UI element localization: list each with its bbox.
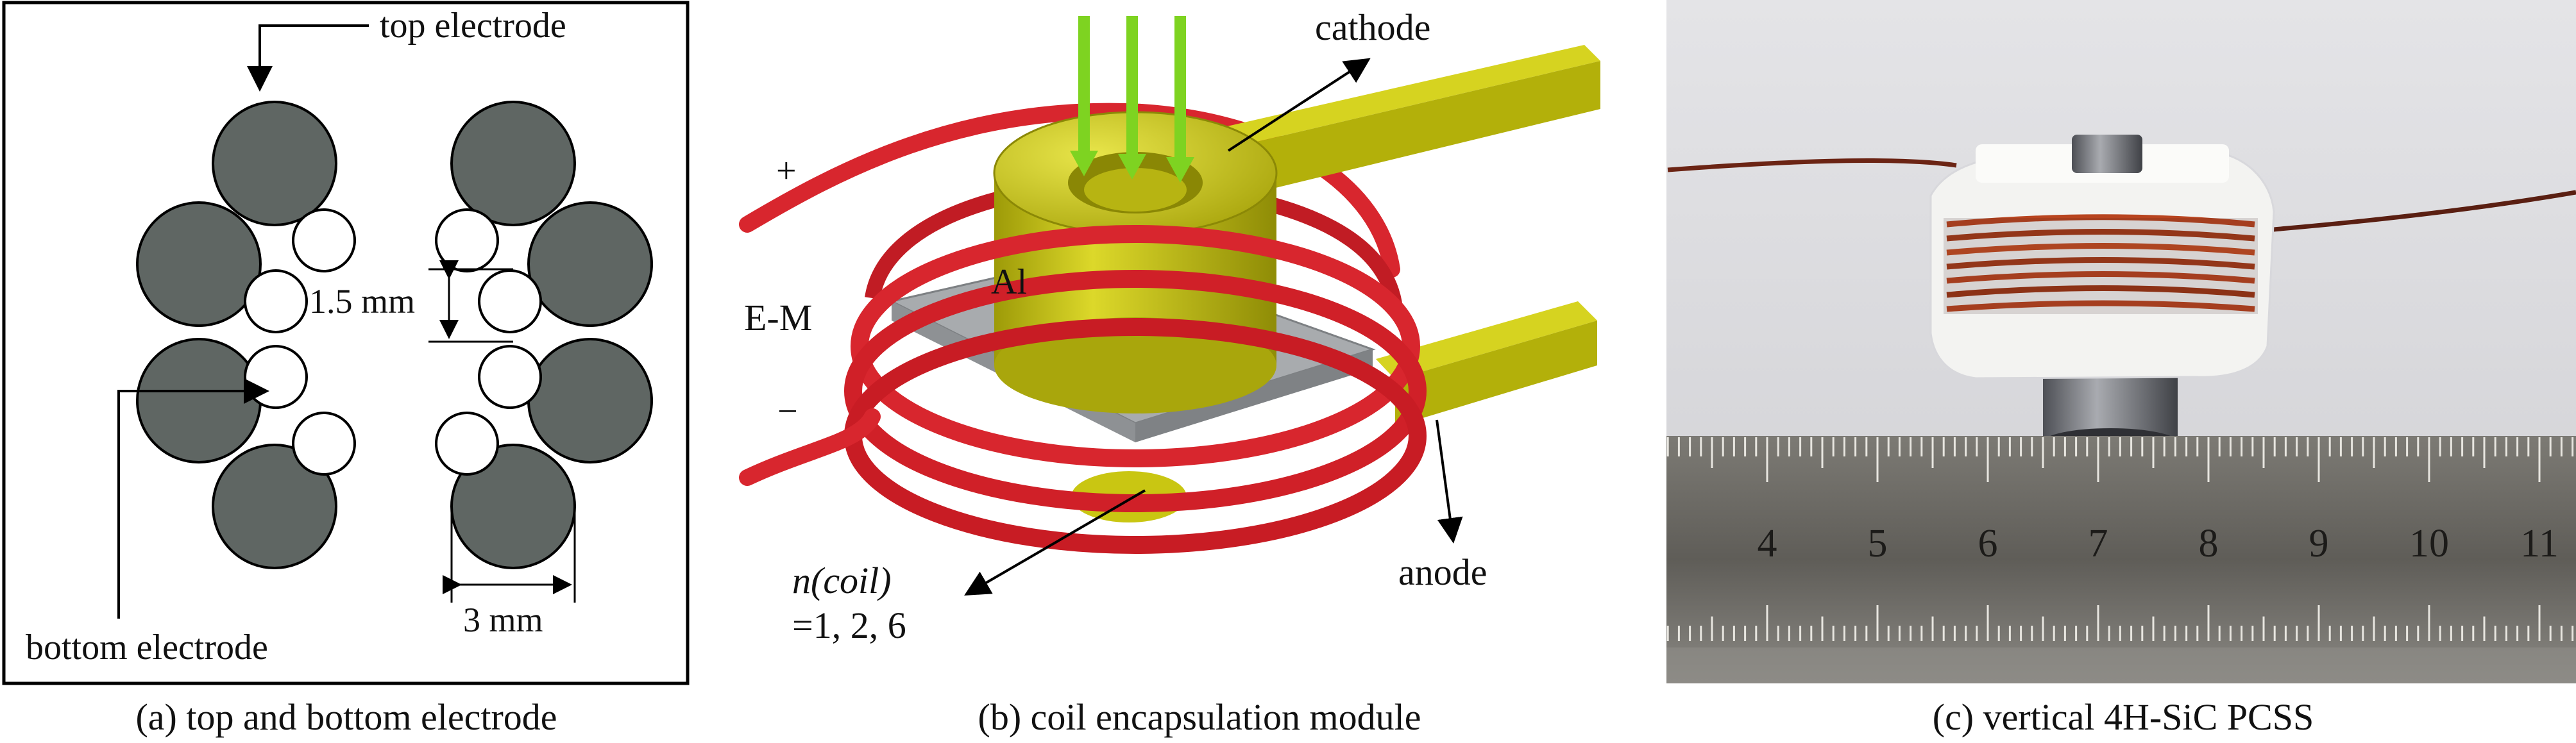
cathode-arrow xyxy=(1227,58,1371,152)
em-label: E-M xyxy=(744,297,812,338)
al-cylinder-hole-inner xyxy=(1084,168,1187,212)
ruler-number: 11 xyxy=(2520,522,2559,565)
winding-5 xyxy=(1946,271,2255,284)
left-electrode-group xyxy=(136,101,337,569)
right-small-circle-4 xyxy=(435,412,499,476)
light-head-1 xyxy=(1070,151,1098,176)
right-small-circles xyxy=(435,208,542,476)
winding-7 xyxy=(1946,300,2255,312)
top-electrode-label: top electrode xyxy=(380,6,566,46)
anode-bar-side xyxy=(1395,321,1597,426)
bottom-electrode-label: bottom electrode xyxy=(26,628,268,667)
diameter-label: 3 mm xyxy=(463,601,543,639)
coil-count-arrow xyxy=(964,489,1146,596)
left-top-electrode-2 xyxy=(136,201,262,327)
gap-label: 1.5 mm xyxy=(309,282,415,321)
ruler-number: 9 xyxy=(2309,522,2329,565)
light-beam-heads xyxy=(1070,151,1194,183)
ruler-numbers: 4 5 6 7 8 9 10 11 xyxy=(1758,522,2559,565)
panel-a: top electrode bottom electrode 1.5 mm 3 … xyxy=(2,1,690,738)
panel-a-caption: (a) top and bottom electrode xyxy=(135,696,557,738)
right-electrode-group xyxy=(450,101,653,569)
ruler-number: 8 xyxy=(2199,522,2219,565)
left-small-circles xyxy=(244,208,356,476)
light-head-2 xyxy=(1118,154,1146,179)
ruler-number: 7 xyxy=(2089,522,2108,565)
ruler-number: 6 xyxy=(1978,522,1998,565)
left-bottom-electrode-1 xyxy=(136,338,262,463)
left-small-circle-4 xyxy=(292,412,356,476)
coil-front xyxy=(739,225,1427,554)
coil-shadow-band xyxy=(1944,218,2258,314)
panel-b: + − E-M Al cathode anode n(coil) =1, 2, … xyxy=(739,6,1600,738)
steel-ruler xyxy=(1666,436,2576,683)
left-bottom-electrode-2 xyxy=(212,444,337,569)
cathode-label: cathode xyxy=(1315,6,1430,48)
right-bottom-electrode-2 xyxy=(450,444,576,569)
cathode-bar-top xyxy=(1219,45,1600,146)
winding-1 xyxy=(1946,214,2255,228)
ruler-number: 4 xyxy=(1758,522,1777,565)
coil-count-label-line2: =1, 2, 6 xyxy=(792,605,906,646)
winding-2 xyxy=(1946,229,2255,242)
top-electrode-arrow xyxy=(247,24,369,92)
light-head-3 xyxy=(1166,157,1194,183)
left-small-circle-2 xyxy=(244,269,308,333)
left-small-circle-3 xyxy=(244,345,308,409)
cathode-bar-side xyxy=(1238,61,1600,192)
al-cylinder-base xyxy=(994,317,1276,413)
bottom-electrode-arrow xyxy=(117,378,269,619)
winding-3 xyxy=(1946,243,2255,256)
panel-a-frame xyxy=(2,1,690,685)
right-small-circle-2 xyxy=(478,269,542,333)
coil-count-label-line1: n(coil) xyxy=(792,560,892,601)
left-copper-wire xyxy=(1667,158,1957,172)
right-small-circle-1 xyxy=(435,208,499,272)
anode-label: anode xyxy=(1398,551,1487,593)
panel-b-caption: (b) coil encapsulation module xyxy=(978,696,1421,738)
left-top-electrode-1 xyxy=(212,101,337,226)
ruler-ticks xyxy=(1666,437,2574,641)
ruler-number: 5 xyxy=(1868,522,1888,565)
coil-windings xyxy=(1946,214,2255,312)
right-top-electrode-1 xyxy=(450,101,576,226)
top-metal-cylinder xyxy=(2072,135,2142,173)
panel-c: 4 5 6 7 8 9 10 11 (c) vertical 4H-SiC PCSS xyxy=(1666,0,2576,738)
minus-label: − xyxy=(777,392,798,431)
right-bottom-electrode-1 xyxy=(527,338,653,463)
ruler-bottom-highlight xyxy=(1666,647,2576,683)
winding-4 xyxy=(1946,257,2255,270)
al-label: Al xyxy=(991,262,1027,302)
winding-6 xyxy=(1946,285,2255,298)
coil-loop-1 xyxy=(851,225,1420,467)
light-beams xyxy=(1078,16,1186,160)
anode-bar-top xyxy=(1376,301,1597,380)
anode-arrow xyxy=(1436,419,1463,544)
right-small-circle-3 xyxy=(478,345,542,409)
right-top-electrode-2 xyxy=(527,201,653,327)
plus-label: + xyxy=(776,151,797,191)
substrate-side-2 xyxy=(1135,349,1373,442)
panel-c-caption: (c) vertical 4H-SiC PCSS xyxy=(1933,696,2314,738)
ruler-number: 10 xyxy=(2409,522,2449,565)
coil-loop-2 xyxy=(844,270,1427,512)
right-copper-wire xyxy=(2257,190,2576,233)
left-small-circle-1 xyxy=(292,208,356,272)
coil-front-lead xyxy=(739,408,881,486)
